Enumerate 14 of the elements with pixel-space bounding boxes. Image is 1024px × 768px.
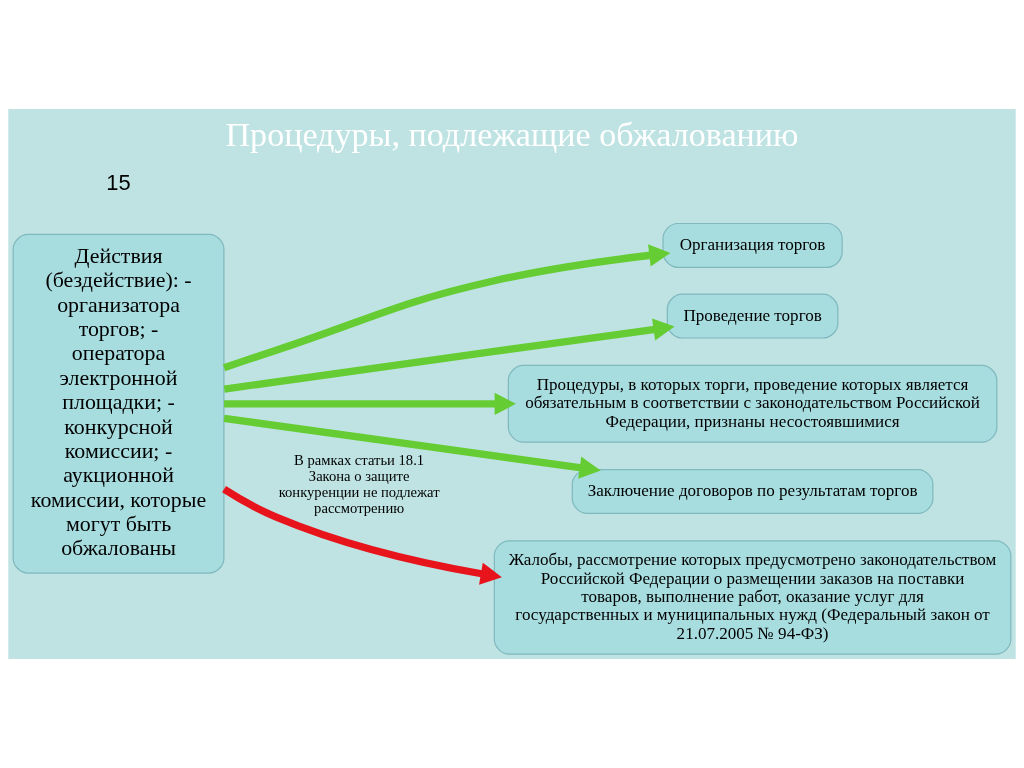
diagram-title: Процедуры, подлежащие обжалованию (225, 116, 799, 154)
arrow (223, 414, 601, 479)
node-box: Действия (бездействие): - организатора торгов; - оператора электронной площадки; - конкурсной комиссии; - аукционной комиссии, которые могут быть обжалованы (12, 233, 225, 574)
label: 15 (106, 169, 131, 195)
arrow (224, 392, 516, 415)
arrow (222, 244, 671, 372)
arrow (222, 485, 502, 585)
node-box: Заключение договоров по результатам торгов (571, 468, 934, 515)
node-box: Процедуры, в которых торги, проведение которых является обязательным в соответствии с законодательством Российской Федерации, признаны несостоявшимися (507, 364, 998, 443)
node-box: Жалобы, рассмотрение которых предусмотрено законодательством Российской Федерации о размещении заказов на поставки товаров, выполнение работ, оказание услуг для государственных и муниципальных нужд (Федеральный закон от 21.07.2005 № 94-ФЗ) (493, 540, 1012, 655)
node-box: Организация торгов (662, 222, 843, 268)
edge-label: В рамках статьи 18.1 Закона о защите конкуренции не подлежат рассмотрению (278, 452, 440, 516)
arrow (223, 318, 675, 393)
node-box: Проведение торгов (666, 293, 839, 339)
